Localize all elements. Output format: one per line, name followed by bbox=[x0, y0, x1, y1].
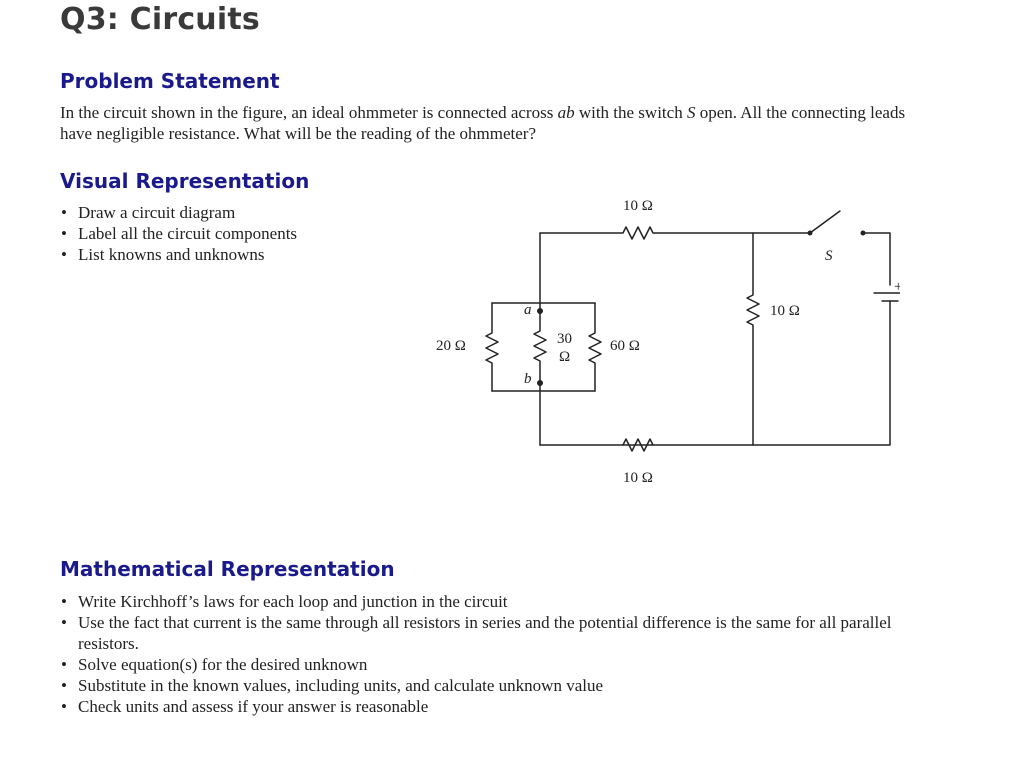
label-switch: S bbox=[825, 248, 833, 264]
page-title: Q3: Circuits bbox=[60, 2, 260, 37]
mathematical-representation-list: Write Kirchhoff’s laws for each loop and… bbox=[60, 591, 950, 717]
label-r-60: 60 Ω bbox=[610, 338, 640, 354]
problem-text-part-3: open. All the connecting leads have negl… bbox=[60, 103, 906, 143]
label-r-mid-unit: Ω bbox=[559, 349, 570, 365]
visual-representation-heading: Visual Representation bbox=[60, 169, 310, 193]
list-item: Draw a circuit diagram bbox=[60, 202, 390, 223]
node-b bbox=[537, 380, 543, 386]
list-item: Use the fact that current is the same th… bbox=[60, 612, 950, 654]
right-resistor bbox=[746, 232, 760, 446]
switch-terminal bbox=[860, 230, 866, 236]
switch-to-battery-wire bbox=[862, 232, 891, 286]
battery-lead bbox=[539, 300, 891, 446]
parallel-box bbox=[491, 302, 596, 392]
visual-representation-list: Draw a circuit diagram Label all the cir… bbox=[60, 202, 390, 265]
resistor-30 bbox=[533, 310, 547, 384]
label-r-right: 10 Ω bbox=[770, 303, 800, 319]
label-r-top: 10 Ω bbox=[623, 198, 653, 214]
list-item: Check units and assess if your answer is… bbox=[60, 696, 950, 717]
problem-text-ab: ab bbox=[557, 103, 575, 122]
top-wire bbox=[539, 226, 811, 240]
problem-statement-heading: Problem Statement bbox=[60, 69, 280, 93]
label-r-bottom: 10 Ω bbox=[623, 470, 653, 486]
switch bbox=[809, 210, 841, 234]
label-battery-plus: + bbox=[894, 279, 900, 295]
problem-text-switch: S bbox=[686, 103, 696, 122]
resistor-20 bbox=[485, 302, 499, 392]
label-node-a: a bbox=[524, 302, 532, 318]
list-item: Write Kirchhoff’s laws for each loop and… bbox=[60, 591, 950, 612]
label-r-left: 20 Ω bbox=[436, 338, 466, 354]
problem-text-part-2: with the switch bbox=[574, 103, 687, 122]
list-item: Solve equation(s) for the desired unknow… bbox=[60, 654, 950, 675]
mathematical-representation-heading: Mathematical Representation bbox=[60, 557, 395, 581]
bottom-resistor bbox=[622, 438, 654, 452]
label-r-mid-value: 30 bbox=[557, 331, 572, 347]
resistor-60 bbox=[588, 302, 602, 392]
label-node-b: b bbox=[524, 371, 532, 387]
node-a bbox=[537, 308, 543, 314]
problem-statement-text: In the circuit shown in the figure, an i… bbox=[60, 102, 940, 144]
list-item: Label all the circuit components bbox=[60, 223, 390, 244]
problem-text-part-1: In the circuit shown in the figure, an i… bbox=[60, 103, 558, 122]
circuit-diagram: 10 Ω 10 Ω 10 Ω 20 Ω 30 Ω 60 Ω a b S + bbox=[436, 198, 900, 486]
list-item: List knowns and unknowns bbox=[60, 244, 390, 265]
switch-contact bbox=[807, 230, 813, 236]
list-item: Substitute in the known values, includin… bbox=[60, 675, 950, 696]
